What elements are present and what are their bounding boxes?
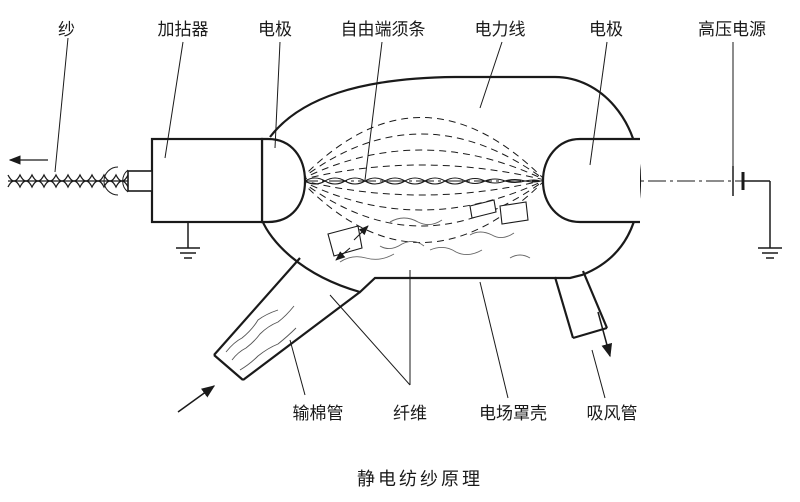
label-field-lines: 电力线 (475, 20, 526, 40)
fiber-motion-arrows (335, 225, 369, 261)
yarn-strand (7, 173, 129, 189)
label-fibers: 纤维 (393, 404, 427, 424)
label-yarn: 纱 (58, 20, 75, 40)
label-twister: 加拈器 (158, 20, 209, 40)
label-suction-tube: 吸风管 (587, 404, 638, 424)
leader-lines (54, 37, 734, 399)
suction-flow-arrow (597, 311, 613, 358)
cotton-feed-arrow (177, 385, 216, 413)
label-electrode-left: 电极 (258, 20, 292, 40)
twister-ground-symbol (176, 222, 200, 259)
cotton-feed-tube (213, 257, 361, 381)
right-electrode (541, 137, 640, 224)
label-hv-source: 高压电源 (698, 20, 766, 40)
diagram-caption: 静电纺纱原理 (357, 469, 483, 490)
label-field-housing: 电场罩壳 (479, 404, 547, 424)
field-lines (299, 117, 546, 243)
label-cotton-feed-tube: 输棉管 (293, 404, 344, 424)
suction-tube (553, 270, 609, 340)
label-electrode-right: 电极 (589, 20, 623, 40)
twister-spindle (127, 170, 153, 192)
hv-ground-symbol (743, 180, 782, 259)
free-end-strand (304, 177, 541, 185)
label-free-end-strand: 自由端须条 (341, 20, 426, 40)
left-electrode (260, 137, 307, 224)
twister-body (150, 137, 264, 224)
fiber-flakes (327, 199, 529, 257)
fiber-wisps-in-tube (225, 305, 297, 371)
fibers-in-field (339, 217, 531, 263)
